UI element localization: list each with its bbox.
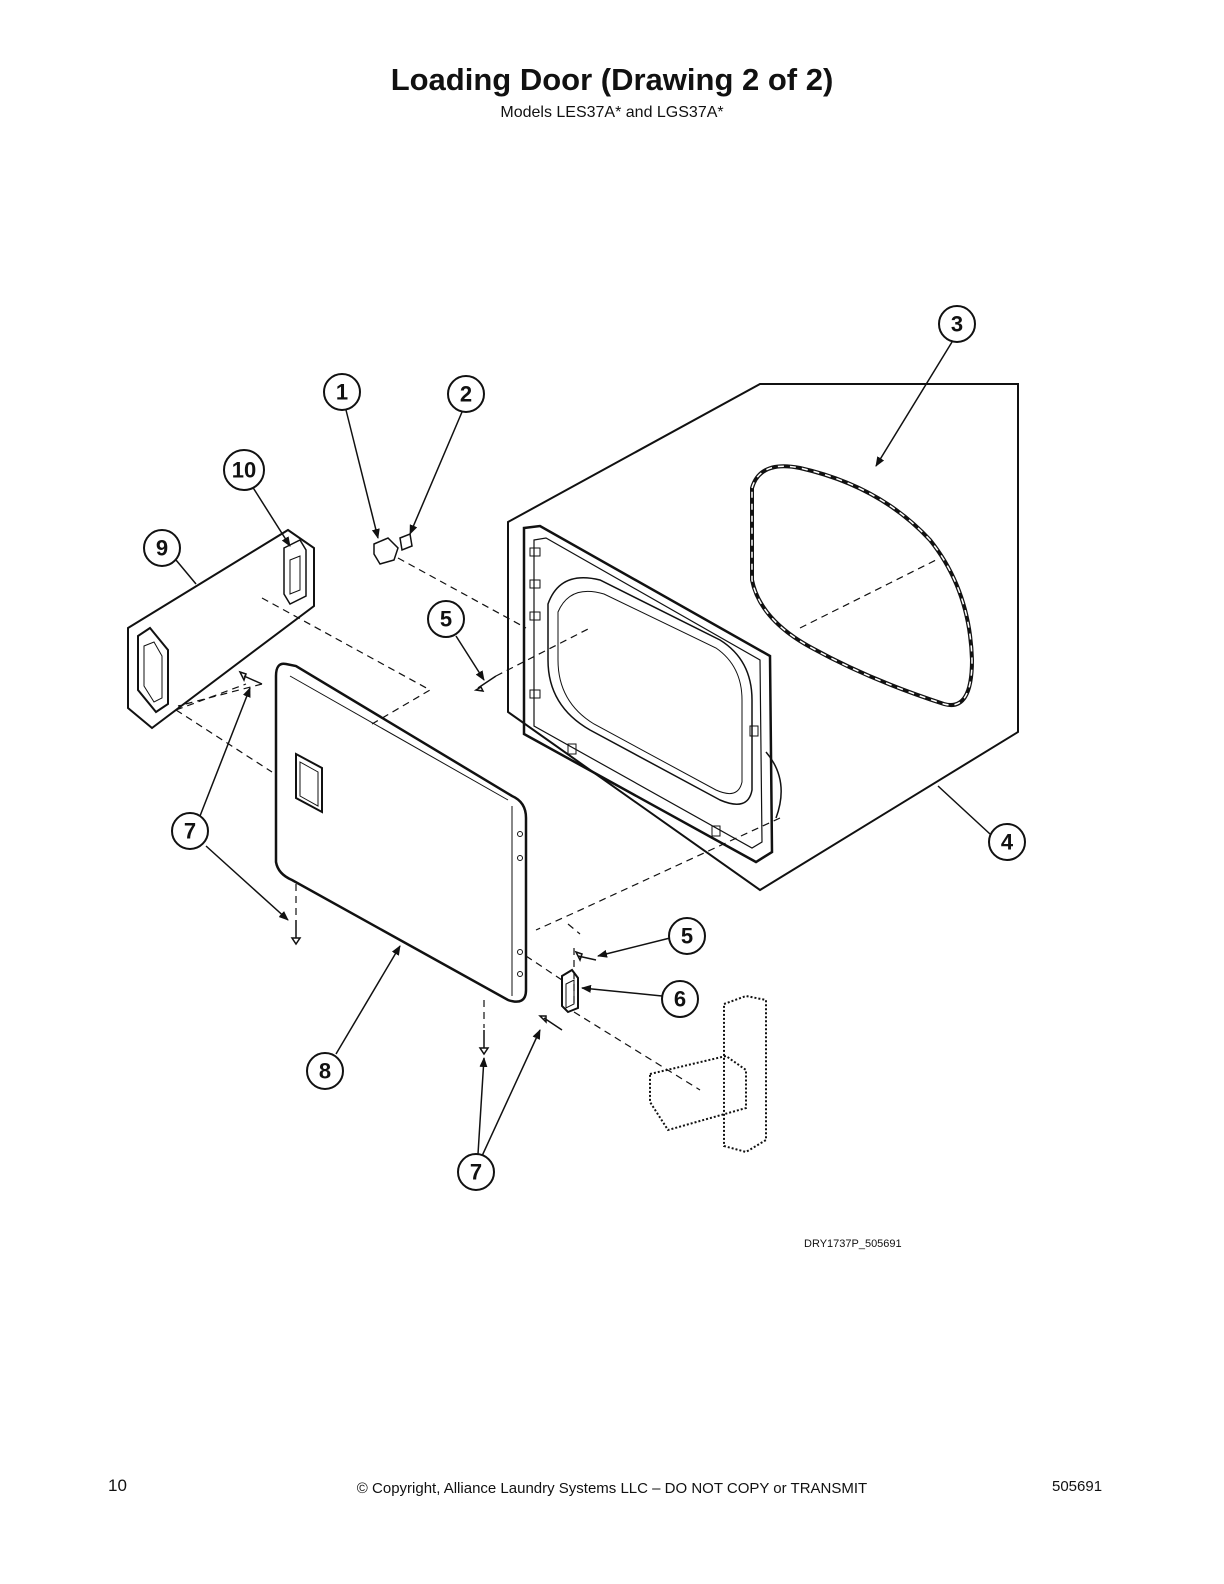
svg-text:5: 5	[440, 607, 452, 632]
page-number: 10	[108, 1476, 127, 1495]
page-title: Loading Door (Drawing 2 of 2)	[390, 62, 834, 97]
svg-text:3: 3	[951, 312, 963, 337]
cabinet-front-panel	[507, 383, 1019, 892]
callout-9: 9	[143, 529, 181, 567]
door-catch-clip	[373, 537, 399, 565]
callout-5-upper: 5	[427, 600, 465, 638]
svg-text:7: 7	[184, 819, 196, 844]
door-handle-panel	[127, 528, 315, 730]
callout-3: 3	[938, 305, 976, 343]
drawing-reference-code: DRY1737P_505691	[804, 1238, 902, 1250]
svg-text:5: 5	[681, 924, 693, 949]
cabinet-hinge-bracket	[649, 994, 767, 1154]
catch-spring	[399, 532, 413, 552]
copyright-notice: © Copyright, Alliance Laundry Systems LL…	[356, 1480, 868, 1497]
callout-1: 1	[323, 373, 361, 411]
callout-7-middle: 7	[457, 1153, 495, 1191]
screws	[238, 670, 597, 1056]
svg-text:7: 7	[470, 1160, 482, 1185]
svg-text:4: 4	[1001, 830, 1014, 855]
svg-text:10: 10	[232, 458, 256, 483]
assembly-guide-lines	[175, 557, 937, 1091]
callout-5-lower: 5	[668, 917, 706, 955]
svg-text:6: 6	[674, 987, 686, 1012]
callout-2: 2	[447, 375, 485, 413]
loading-door	[274, 662, 528, 1003]
callout-7-left: 7	[171, 812, 209, 850]
svg-text:9: 9	[156, 536, 168, 561]
svg-text:1: 1	[336, 380, 348, 405]
callout-4: 4	[988, 823, 1026, 861]
callout-10: 10	[223, 449, 265, 491]
document-number: 505691	[1052, 1478, 1103, 1495]
callout-8: 8	[306, 1052, 344, 1090]
callout-6: 6	[661, 980, 699, 1018]
callout-leaders	[175, 341, 991, 1157]
svg-text:8: 8	[319, 1059, 331, 1084]
door-strike	[283, 539, 307, 605]
door-hinge	[561, 968, 579, 1014]
door-seal-gasket	[750, 464, 975, 708]
svg-text:2: 2	[460, 382, 472, 407]
page-subtitle: Models LES37A* and LGS37A*	[500, 104, 724, 121]
